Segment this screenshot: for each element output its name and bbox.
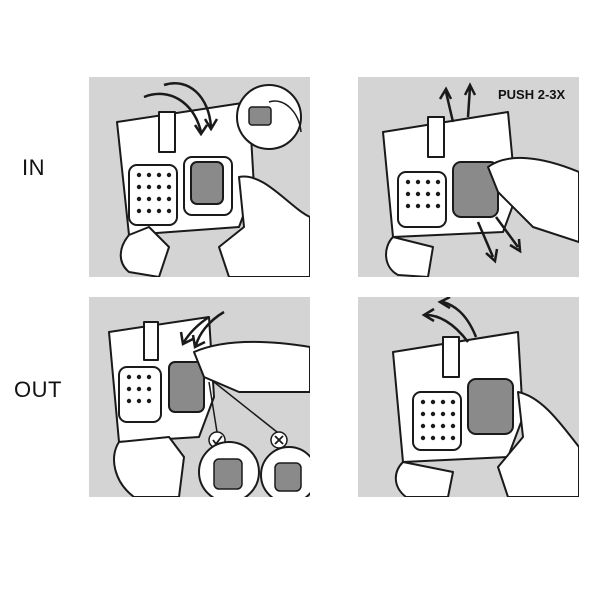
arrows-push xyxy=(438,82,522,264)
inset-detail xyxy=(236,84,302,150)
hand-right xyxy=(497,391,579,497)
soap-bar xyxy=(467,378,514,435)
arrows-open xyxy=(421,297,478,343)
panel-out-open xyxy=(358,297,579,497)
dot-pattern xyxy=(126,374,152,404)
device-hinge xyxy=(143,321,159,361)
callout-incorrect xyxy=(213,381,310,497)
hand-left xyxy=(394,461,454,497)
callout-correct xyxy=(198,381,260,497)
push-instruction: PUSH 2-3X xyxy=(498,87,566,102)
soap-pad-left xyxy=(128,164,178,226)
arrows-out xyxy=(179,310,225,349)
illustration-in-insert xyxy=(116,82,310,277)
dot-pattern xyxy=(420,399,456,441)
device-hinge xyxy=(442,336,460,378)
panel-in-push: PUSH 2-3X xyxy=(358,77,579,277)
illustration-out-remove xyxy=(108,310,310,497)
illustration-in-push xyxy=(382,82,579,277)
device-hinge xyxy=(158,111,176,153)
hand-left xyxy=(119,226,170,277)
panel-out-remove xyxy=(89,297,310,497)
soap-pad-left xyxy=(118,366,162,423)
soap-bar xyxy=(190,161,224,205)
arrows-in xyxy=(143,82,219,137)
x-mark-icon xyxy=(274,435,284,445)
hand-right xyxy=(193,341,310,393)
soap-pad-left xyxy=(412,391,462,451)
hand-left xyxy=(385,236,434,277)
device-hinge xyxy=(427,116,445,158)
hand-left xyxy=(113,436,185,497)
soap-bar xyxy=(168,361,205,413)
hand-pushing xyxy=(487,156,579,243)
dot-pattern xyxy=(136,172,172,214)
panel-in-insert xyxy=(89,77,310,277)
dot-pattern xyxy=(405,179,441,209)
soap-pad-left xyxy=(397,171,447,228)
label-in: IN xyxy=(22,155,45,180)
illustration-out-open xyxy=(392,297,579,497)
label-out: OUT xyxy=(14,377,62,402)
hand-right xyxy=(218,175,310,277)
